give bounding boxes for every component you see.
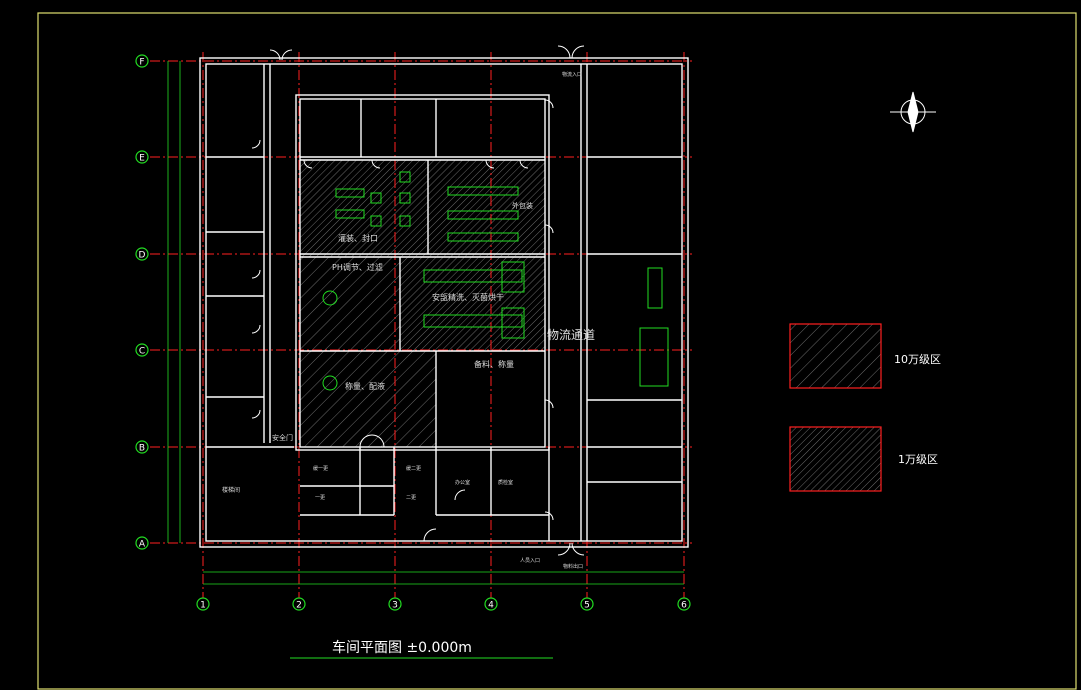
room-label-office-b: 质检室 (498, 479, 513, 486)
grid-row-c-label: C (139, 347, 145, 357)
grid-bubbles: F E D C B A 1 2 3 4 5 6 (135, 54, 691, 611)
room-labels: 灌装、封口 PH调节、过滤 安瓿精洗、灭菌烘干 物流通道 外包装 称量、配液 备… (222, 71, 595, 570)
legend-label-100k: 10万级区 (894, 353, 941, 366)
grid-col-6-label: 6 (681, 601, 687, 611)
room-label-goods-entry: 物流入口 (562, 71, 582, 78)
room-label-airlock1: 缓一更 (313, 465, 328, 472)
grid-col-3-bubble (388, 597, 402, 611)
legend-label-10k: 1万级区 (898, 453, 938, 466)
room-label-safety-door: 安全门 (272, 433, 293, 442)
grid-row-d-bubble (135, 247, 149, 261)
room-label-dosing: 安瓿精洗、灭菌烘干 (432, 292, 504, 302)
room-label-goods-exit: 物料出口 (563, 563, 583, 570)
equipment (322, 171, 669, 391)
grid-row-e-bubble (135, 150, 149, 164)
legend-swatch-100k (789, 323, 882, 389)
drawing-frame (37, 12, 1077, 690)
grid-row-c-bubble (135, 343, 149, 357)
room-label-filling: 灌装、封口 (338, 233, 378, 243)
room-label-stair: 楼梯间 (222, 486, 240, 494)
doors (251, 45, 585, 556)
grid-row-b-bubble (135, 440, 149, 454)
grid-row-f-bubble (135, 54, 149, 68)
grid-col-2-label: 2 (296, 601, 302, 611)
room-label-change2: 二更 (406, 495, 416, 501)
legend: 10万级区 1万级区 (789, 323, 941, 492)
room-label-material: 备料、称量 (474, 359, 514, 369)
grid-col-4-bubble (484, 597, 498, 611)
room-label-airlock2: 缓二更 (406, 465, 421, 472)
dimension-lines (167, 61, 684, 585)
zone-prep (300, 351, 436, 447)
grid-col-3-label: 3 (392, 601, 398, 611)
room-label-person-entry: 人员入口 (520, 558, 540, 564)
grid-row-d-label: D (139, 251, 146, 261)
room-label-outer-pack: 外包装 (512, 201, 533, 210)
grid-col-1-bubble (196, 597, 210, 611)
grid-col-5-bubble (580, 597, 594, 611)
room-label-logistics: 物流通道 (547, 328, 595, 342)
zone-ph (300, 257, 400, 351)
grid-row-a-label: A (139, 540, 146, 550)
grid-row-f-label: F (139, 58, 144, 68)
room-label-ph: PH调节、过滤 (332, 262, 383, 272)
room-label-prep: 称量、配液 (345, 381, 385, 391)
grid-row-a-bubble (135, 536, 149, 550)
grid-col-5-label: 5 (584, 601, 590, 611)
grid-col-4-label: 4 (488, 601, 494, 611)
clean-zones (300, 160, 545, 447)
grid-col-6-bubble (677, 597, 691, 611)
grid-row-e-label: E (139, 154, 145, 164)
grid-col-1-label: 1 (200, 601, 206, 611)
room-label-office-a: 办公室 (455, 479, 470, 486)
room-label-change1: 一更 (315, 495, 325, 501)
north-arrow-icon (890, 91, 936, 133)
walls (199, 57, 689, 548)
grid-row-b-label: B (139, 444, 145, 454)
grid-col-2-bubble (292, 597, 306, 611)
zone-filling (300, 160, 545, 257)
drawing-title: 车间平面图 ±0.000m (332, 639, 472, 656)
zone-dosing (400, 257, 545, 351)
legend-swatch-10k (789, 426, 882, 492)
